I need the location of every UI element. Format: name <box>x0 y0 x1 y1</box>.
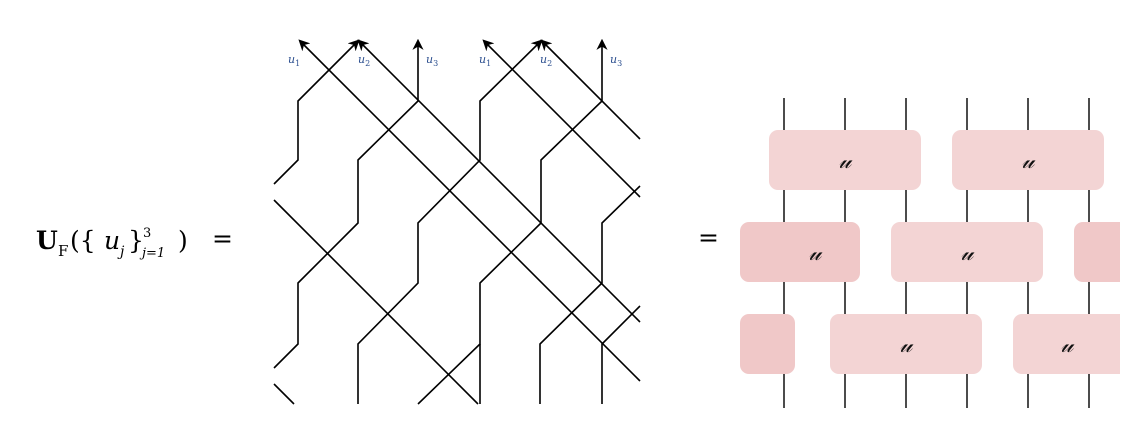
gate-label-row3-a: 𝓊 <box>900 333 914 358</box>
diagonal-wire-c <box>298 39 641 382</box>
gate-row2-left-partial <box>740 222 860 282</box>
gate-row3-b <box>1013 314 1120 374</box>
gate-label-row1-a: 𝓊 <box>839 149 853 174</box>
staircase-wire-mid-a <box>357 39 543 404</box>
equation-variable: u <box>104 226 120 255</box>
gate-row1-a <box>769 130 921 190</box>
diagonal-wire-d <box>482 39 641 198</box>
equals-sign-right: = <box>698 223 719 252</box>
gate-row2-right-partial <box>1074 222 1120 282</box>
equation-index-range: j=1 <box>139 246 165 261</box>
equation-operator-subscript: F <box>58 242 68 260</box>
staircase-wire-right-b <box>601 305 641 404</box>
gate-row3-a <box>830 314 982 374</box>
wire-label-u1-b: u1 <box>479 53 491 68</box>
gate-label-row2-left: 𝓊 <box>809 241 823 266</box>
equation-superscript: 3 <box>143 226 151 241</box>
wire-label-u3-a: u3 <box>426 53 438 68</box>
brickwork-gate-diagram: 𝓊 𝓊 𝓊 𝓊 𝓊 𝓊 <box>740 98 1120 408</box>
equation-close-brace: } <box>128 226 144 255</box>
diagonal-wire-b <box>273 199 479 405</box>
equation-operator-symbol: U <box>36 226 58 255</box>
staircase-wire-u1-left <box>273 39 360 185</box>
wire-label-u2-a: u2 <box>358 53 370 68</box>
braided-wire-diagram: u1 u2 u3 u1 u2 u3 <box>273 38 641 405</box>
wire-label-u1-a: u1 <box>288 53 300 68</box>
wire-labels: u1 u2 u3 u1 u2 u3 <box>288 53 622 68</box>
gate-label-row1-b: 𝓊 <box>1022 149 1036 174</box>
diagonal-wire-f <box>540 39 641 140</box>
gate-row1-b <box>952 130 1104 190</box>
equation-lhs: U F ({ u j } 3 j=1 ) = <box>36 224 233 261</box>
wire-label-u3-b: u3 <box>610 53 622 68</box>
equation-open-bracket: ({ <box>70 226 96 255</box>
equation-close-paren: ) <box>178 226 188 255</box>
diagonal-wire-e <box>273 383 295 405</box>
staircase-wire-u3-left <box>273 38 424 369</box>
wire-label-u2-b: u2 <box>540 53 552 68</box>
gate-label-row2-a: 𝓊 <box>961 241 975 266</box>
staircase-wire-right-a <box>539 185 641 404</box>
diagonal-wire-a <box>357 39 641 323</box>
gate-row3-left-partial <box>740 314 795 374</box>
gate-label-row3-b: 𝓊 <box>1061 333 1075 358</box>
equation-variable-subscript: j <box>117 244 125 260</box>
gate-row2-a <box>891 222 1043 282</box>
staircase-wire-mid-b <box>417 38 608 405</box>
equals-sign-left: = <box>212 224 233 253</box>
